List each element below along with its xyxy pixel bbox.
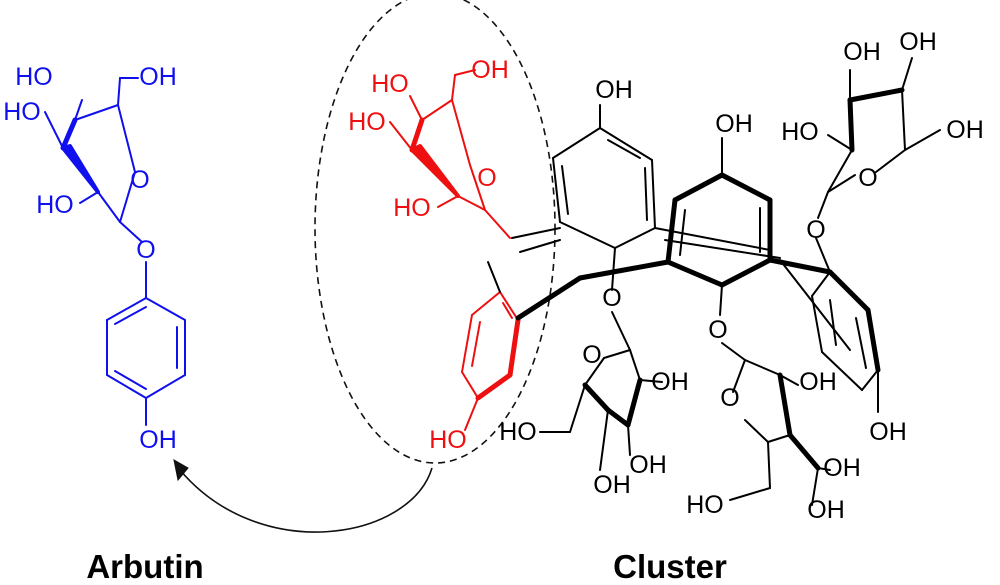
arbutin-phenol-oh-label: OH (139, 426, 177, 454)
cluster-oh-label: OH (869, 418, 907, 446)
highlight-ellipse (314, 0, 556, 464)
highlighted-unit-labels: HO OH HO O HO HO (348, 56, 509, 454)
unit-phenol-ho-label: HO (429, 426, 467, 454)
curved-arrow (173, 459, 433, 533)
cluster-oh-label: OH (799, 368, 837, 396)
cluster-oh-label: OH (629, 451, 667, 479)
cluster-oh-label: OH (843, 38, 881, 66)
cluster-ring-oxygen: O (806, 216, 825, 244)
arbutin-ho-label: HO (15, 63, 53, 91)
arbutin-phenol-ring (106, 261, 186, 426)
arbutin-ho-label: HO (3, 98, 41, 126)
cluster-oh-label: OH (593, 471, 631, 499)
unit-oh-label: OH (471, 56, 509, 84)
cluster-ho-label: HO (686, 491, 724, 519)
cluster-ho-label: HO (781, 118, 819, 146)
arbutin-ring-oxygen: O (130, 166, 149, 194)
cluster-ring-oxygen: O (582, 341, 601, 369)
cluster-labels: OH OH O O OH OH HO OH O O OH O OH HO OH … (499, 28, 984, 524)
cluster-ring-oxygen: O (708, 316, 727, 344)
arbutin-oh-label: OH (139, 63, 177, 91)
cluster-oh-label: OH (715, 110, 753, 138)
arbutin-labels: HO OH HO O HO O OH (3, 63, 177, 454)
cluster-caption: Cluster (613, 548, 727, 585)
cluster-molecule (487, 57, 941, 506)
cluster-oh-label: OH (946, 116, 984, 144)
unit-ho-label: HO (371, 70, 409, 98)
arbutin-glucose-ring (44, 77, 143, 243)
cluster-ring-oxygen: O (720, 384, 739, 412)
arbutin-ho-label: HO (36, 191, 74, 219)
arbutin-molecule (44, 77, 186, 426)
cluster-oh-label: OH (823, 454, 861, 482)
cluster-oh-label: OH (899, 28, 937, 56)
cluster-ring-oxygen: O (858, 164, 877, 192)
arbutin-glycosidic-oxygen: O (136, 236, 155, 264)
cluster-oh-label: OH (595, 76, 633, 104)
cluster-oh-label: OH (807, 496, 845, 524)
highlighted-unit (389, 69, 521, 431)
cluster-ho-label: HO (499, 418, 537, 446)
unit-ho-label: HO (393, 194, 431, 222)
arbutin-caption: Arbutin (86, 548, 203, 585)
unit-ring-oxygen: O (477, 164, 496, 192)
cluster-ring-oxygen: O (602, 284, 621, 312)
unit-ho-label: HO (348, 108, 386, 136)
cluster-oh-label: OH (651, 368, 689, 396)
